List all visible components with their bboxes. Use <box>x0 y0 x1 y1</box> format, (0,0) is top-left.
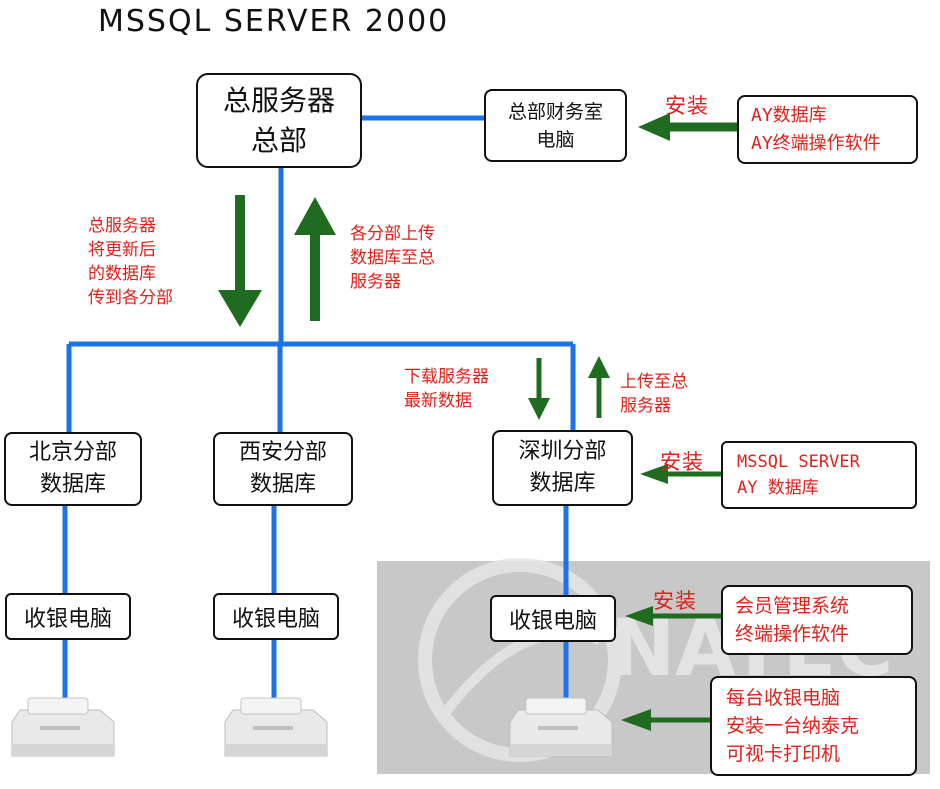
page-title: MSSQL SERVER 2000 <box>98 4 450 39</box>
hq-server-line1: 总服务器 <box>222 83 335 117</box>
finance-pc-line2: 电脑 <box>536 128 575 151</box>
hq-server-line2: 总部 <box>250 123 307 157</box>
finance-software-box: AY数据库 AY终端操作软件 <box>737 95 918 164</box>
finance-pc-line1: 总部财务室 <box>507 100 603 123</box>
branch-box-shenzhen: 深圳分部 数据库 <box>492 430 633 506</box>
finance-software-line2: AY终端操作软件 <box>751 132 881 154</box>
branch-box-beijing: 北京分部 数据库 <box>4 432 142 506</box>
shenzhen-software-box: MSSQL SERVER AY 数据库 <box>721 441 917 509</box>
printer-icon-shenzhen <box>509 697 613 757</box>
printer-icon-xian <box>224 697 328 757</box>
printer-icon-beijing <box>11 697 115 757</box>
printer-note-box: 每台收银电脑 安装一台纳泰克 可视卡打印机 <box>710 676 917 776</box>
cashier-pc-shenzhen: 收银电脑 <box>490 595 616 642</box>
cashier-pc-xian: 收银电脑 <box>213 593 339 640</box>
finance-install-label: 安装 <box>665 94 709 118</box>
branch-download-note: 下载服务器 最新数据 <box>404 367 489 411</box>
finance-pc-box: 总部财务室 电脑 <box>484 89 627 162</box>
member-install-label: 安装 <box>653 589 697 613</box>
download-note: 总服务器 将更新后 的数据库 传到各分部 <box>88 216 173 308</box>
flow-arrows <box>218 113 738 731</box>
shenzhen-install-label: 安装 <box>660 450 704 474</box>
upload-note: 各分部上传 数据库至总 服务器 <box>350 224 435 292</box>
cashier-pc-beijing: 收银电脑 <box>5 593 131 640</box>
member-software-box: 会员管理系统 终端操作软件 <box>721 585 913 655</box>
hq-server-box: 总服务器 总部 <box>196 73 362 168</box>
finance-software-line1: AY数据库 <box>751 104 827 126</box>
branch-box-xian: 西安分部 数据库 <box>213 432 353 506</box>
branch-upload-note: 上传至总 服务器 <box>620 372 688 416</box>
network-lines <box>62 115 576 700</box>
